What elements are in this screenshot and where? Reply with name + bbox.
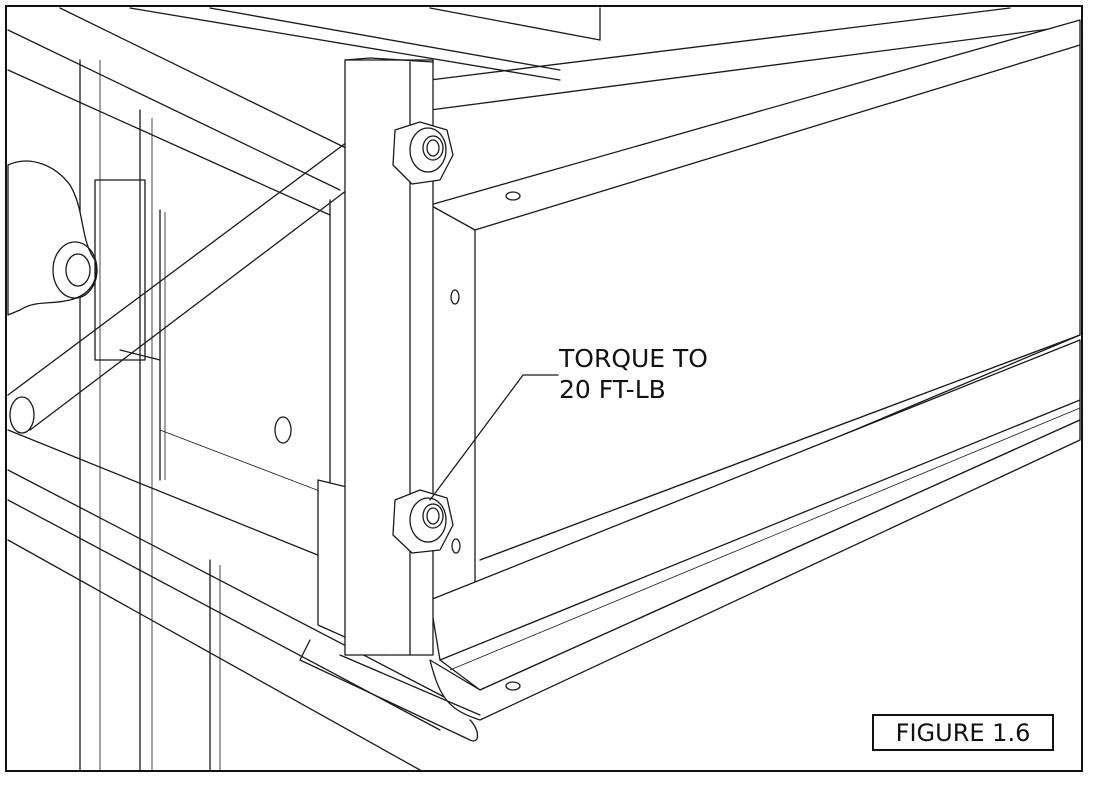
torque-callout: TORQUE TO 20 FT-LB	[559, 343, 708, 405]
box-beam	[299, 19, 1081, 742]
hex-nut-top	[392, 121, 454, 185]
figure-label: FIGURE 1.6	[872, 714, 1054, 751]
callout-leader-line	[429, 374, 559, 501]
diagonal-brace-rod	[7, 109, 401, 434]
callout-line-2: 20 FT-LB	[559, 375, 666, 404]
left-frame-structure	[7, 7, 1081, 771]
callout-line-1: TORQUE TO	[559, 344, 708, 373]
knob-handle	[7, 160, 161, 361]
hex-nut-bottom	[392, 489, 454, 554]
